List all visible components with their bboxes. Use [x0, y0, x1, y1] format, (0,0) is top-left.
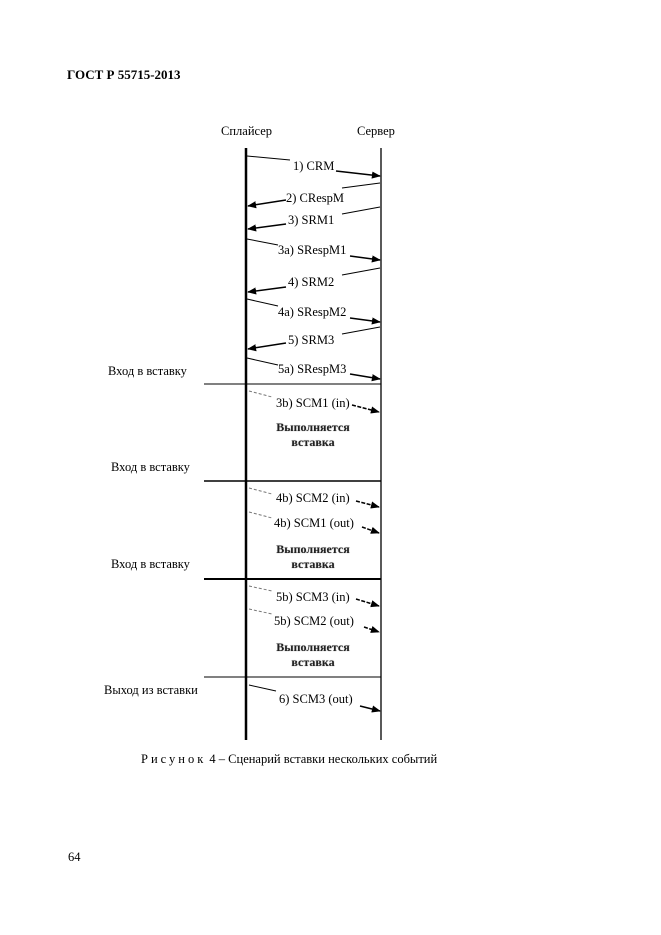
- insert-status-label: Выполняется вставка: [268, 640, 358, 670]
- message-arrow: [246, 298, 381, 325]
- side-label-entry: Вход в вставку: [108, 364, 187, 378]
- message-label: 4b) SCM2 (in): [276, 491, 350, 505]
- message-label: 2) CRespM: [286, 191, 344, 205]
- caption-dash: –: [218, 752, 226, 766]
- message-label: 5) SRM3: [288, 333, 335, 347]
- document-header: ГОСТ Р 55715-2013: [67, 67, 181, 82]
- side-label-entry: Вход в вставку: [111, 460, 190, 474]
- side-label-entry: Вход в вставку: [111, 557, 190, 571]
- message-label: 6) SCM3 (out): [279, 692, 353, 706]
- caption-text: Сценарий вставки нескольких событий: [228, 752, 438, 766]
- message-label: 4) SRM2: [288, 275, 335, 289]
- message-arrow: [248, 487, 380, 509]
- insert-status-line: вставка: [291, 655, 335, 669]
- caption-prefix: Рисунок: [141, 752, 207, 766]
- lane-label-server: Сервер: [357, 124, 395, 138]
- insert-status-label: Выполняется вставка: [268, 420, 358, 450]
- message-arrow: [248, 390, 380, 414]
- figure-caption: Рисунок 4 – Сценарий вставки нескольких …: [141, 752, 437, 767]
- message-label: 1) CRM: [293, 159, 335, 173]
- message-label: 3) SRM1: [288, 213, 335, 227]
- message-arrow: [246, 238, 381, 263]
- insert-status-line: Выполняется: [276, 420, 350, 434]
- insert-status-line: вставка: [291, 435, 335, 449]
- caption-number: 4: [209, 752, 216, 766]
- side-label-exit: Выход из вставки: [104, 683, 198, 697]
- message-arrow: [248, 585, 380, 608]
- insert-status-line: Выполняется: [276, 640, 350, 654]
- message-label: 5b) SCM2 (out): [274, 614, 354, 628]
- message-label: 4b) SCM1 (out): [274, 516, 354, 530]
- message-arrow: [247, 182, 381, 209]
- message-arrow: [248, 684, 381, 713]
- insert-status-line: вставка: [291, 557, 335, 571]
- lane-label-splicer: Сплайсер: [221, 124, 273, 138]
- message-arrow: [247, 326, 381, 352]
- message-arrow: [247, 206, 381, 232]
- message-arrow: [248, 608, 380, 633]
- message-arrow: [246, 155, 381, 179]
- message-arrow: [247, 267, 381, 295]
- insert-status-line: Выполняется: [276, 542, 350, 556]
- message-arrow: [248, 511, 380, 534]
- insert-status-label: Выполняется вставка: [268, 542, 358, 572]
- message-label: 5b) SCM3 (in): [276, 590, 350, 604]
- message-label: 5a) SRespM3: [278, 362, 347, 376]
- page-number: 64: [68, 850, 81, 864]
- message-label: 3a) SRespM1: [278, 243, 347, 257]
- message-arrow: [246, 357, 381, 382]
- message-label: 4a) SRespM2: [278, 305, 347, 319]
- message-label: 3b) SCM1 (in): [276, 396, 350, 410]
